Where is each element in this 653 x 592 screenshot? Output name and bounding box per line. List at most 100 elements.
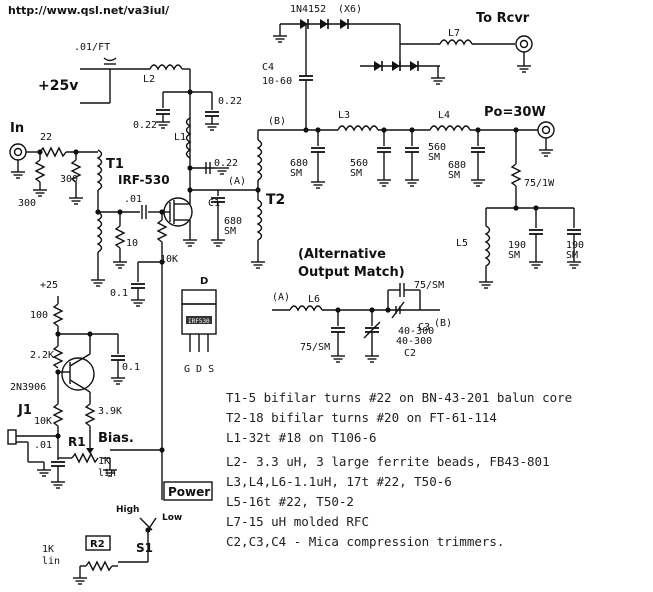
label-c-75sm-a: 75/SM — [300, 342, 330, 353]
alt-output-match: (Alternative Output Match) (A) L6 75/SM … — [272, 247, 452, 363]
label-c-01a: .01 — [124, 194, 142, 205]
label-c-680a2: SM — [290, 168, 302, 179]
power-switch-area: Power High Low S1 1K lin R2 — [42, 481, 213, 585]
label-in: In — [10, 121, 24, 136]
pkg-gds: G D S — [184, 364, 214, 375]
label-l4: L4 — [438, 110, 450, 121]
note-line: L7-15 uH molded RFC — [226, 514, 369, 529]
label-c-022c: 0.22 — [214, 158, 238, 169]
note-line: T2-18 bifilar turns #20 on FT-61-114 — [226, 410, 497, 425]
label-c-01ft: .01/FT — [74, 42, 110, 53]
alt-title-2: Output Match) — [298, 265, 405, 280]
label-c-560a1: 560 — [350, 158, 368, 169]
label-plus25v: +25v — [38, 78, 78, 94]
gate-cap-01: 0.1 — [110, 259, 165, 307]
label-r300a: 300 — [18, 198, 36, 209]
label-c-190b1: 190 — [566, 240, 584, 251]
to220-package: D IRF530 G D S — [181, 276, 217, 375]
label-r2: R2 — [90, 539, 105, 550]
label-power: Power — [168, 485, 210, 499]
label-node-b1: (B) — [268, 116, 286, 127]
label-r2-val1: 1K — [42, 544, 54, 555]
label-d-1n4152: 1N4152 — [290, 4, 326, 15]
label-s1: S1 — [136, 541, 153, 555]
label-l3: L3 — [338, 110, 350, 121]
decoupling-caps: 0.22 0.22 L1 0.22 — [133, 89, 242, 175]
label-l2: L2 — [143, 74, 155, 85]
label-c-190a2: SM — [508, 250, 520, 261]
power-button[interactable] — [163, 481, 213, 501]
label-c3: C3 — [418, 322, 430, 333]
label-c4-val: 10-60 — [262, 76, 292, 87]
label-c3-val: 40-300 — [398, 326, 434, 337]
label-c1: C1 — [208, 198, 220, 209]
note-line: C2,C3,C4 - Mica compression trimmers. — [226, 534, 504, 549]
label-r-75-1w: 75/1W — [524, 178, 555, 189]
pkg-d: D — [200, 276, 208, 287]
label-r1-val2: lin — [98, 468, 116, 479]
label-l5: L5 — [456, 238, 468, 249]
label-c2: C2 — [404, 348, 416, 359]
supply-section: +25v .01/FT L2 — [38, 42, 191, 180]
mosfet-irf530: IRF-530 10K (A) C1 680 SM — [118, 173, 246, 450]
note-line: L2- 3.3 uH, 3 large ferrite beads, FB43-… — [226, 454, 550, 469]
label-r22: 22 — [40, 132, 52, 143]
label-c-560a2: SM — [350, 168, 362, 179]
label-node-b2: (B) — [434, 318, 452, 329]
label-low: Low — [162, 513, 182, 523]
label-l6: L6 — [308, 294, 320, 305]
label-c-022a: 0.22 — [133, 120, 157, 131]
note-line: T1-5 bifilar turns #22 on BN-43-201 balu… — [226, 390, 572, 405]
label-c-01c: 0.1 — [122, 362, 140, 373]
pkg-text: IRF530 — [188, 318, 210, 325]
label-c-01b: 0.1 — [110, 288, 128, 299]
component-notes: T1-5 bifilar turns #22 on BN-43-201 balu… — [226, 390, 572, 549]
label-c-680b2: SM — [448, 170, 460, 181]
bias-network: +25 100 2.2K 2N3906 0.1 10K 3.9K J1 — [7, 280, 165, 500]
label-node-a1: (A) — [228, 176, 246, 187]
label-p25: +25 — [40, 280, 58, 291]
label-c-560b1: 560 — [428, 142, 446, 153]
label-r10: 10 — [126, 238, 138, 249]
label-r100: 100 — [30, 310, 48, 321]
note-line: L1-32t #18 on T106-6 — [226, 430, 377, 445]
label-r1: R1 — [68, 435, 86, 449]
label-j1: J1 — [17, 403, 32, 418]
label-c-680a1: 680 — [290, 158, 308, 169]
label-r22k: 2.2K — [30, 350, 54, 361]
label-c-190a1: 190 — [508, 240, 526, 251]
label-c-680b1: 680 — [448, 160, 466, 171]
output-lowpass: C4 10-60 1N4152 (X6) L7 To Rcvr L3 L4 — [262, 4, 584, 289]
label-r10k-b: 10K — [34, 416, 52, 427]
note-line: L5-16t #22, T50-2 — [226, 494, 354, 509]
input-section: In 22 300 300 — [9, 121, 98, 209]
label-l7: L7 — [448, 28, 460, 39]
label-r39k: 3.9K — [98, 406, 122, 417]
label-bias: Bias. — [98, 431, 134, 446]
label-high: High — [116, 505, 139, 515]
transformer-t1: T1 10 .01 — [90, 149, 162, 287]
label-c-560b2: SM — [428, 152, 440, 163]
label-r1-val1: 1K — [98, 456, 110, 467]
label-node-a2: (A) — [272, 292, 290, 303]
label-d-x6: (X6) — [338, 4, 362, 15]
label-po: Po=30W — [484, 105, 546, 120]
note-line: L3,L4,L6-1.1uH, 17t #22, T50-6 — [226, 474, 452, 489]
label-c-01d: .01 — [34, 440, 52, 451]
label-to-rcvr: To Rcvr — [476, 11, 530, 26]
label-c1-val1: 680 — [224, 216, 242, 227]
label-l1: L1 — [174, 132, 186, 143]
label-irf: IRF-530 — [118, 173, 170, 187]
label-r300b: 300 — [60, 174, 78, 185]
label-t1: T1 — [106, 157, 124, 172]
transformer-t2: T2 (B) — [240, 116, 320, 269]
label-q-2n3906: 2N3906 — [10, 382, 46, 393]
label-c4: C4 — [262, 62, 274, 73]
label-r10k: 10K — [160, 254, 178, 265]
header-url: http://www.qsl.net/va3iul/ — [8, 4, 170, 17]
label-c-75sm-b: 75/SM — [414, 280, 444, 291]
label-c-022b: 0.22 — [218, 96, 242, 107]
alt-title-1: (Alternative — [298, 247, 386, 262]
